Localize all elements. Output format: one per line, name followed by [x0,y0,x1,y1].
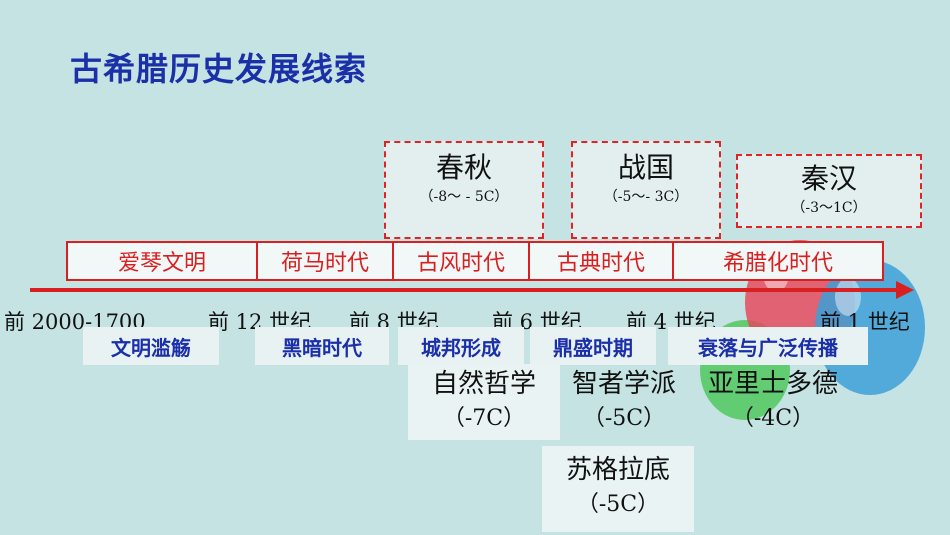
chip-origin: 文明滥觞 [83,327,219,365]
era-archaic: 古风时代 [394,243,530,279]
philosophy-sophists: 智者学派 （-5C） [556,364,692,440]
chip-dark-age: 黑暗时代 [255,327,389,365]
era-aegean: 爱琴文明 [68,243,258,279]
philosophy-name: 自然哲学 [431,369,536,399]
era-homeric: 荷马时代 [258,243,394,279]
chip-decline: 衰落与广泛传播 [668,327,868,365]
arrow-right-icon [896,281,914,299]
dynasty-box-chunqiu: 春秋 （-8～ - 5C） [384,141,544,239]
dynasty-name: 战国 [617,151,674,184]
philosophy-name: 苏格拉底 [565,455,670,485]
timeline-axis [30,288,900,292]
era-bar: 爱琴文明 荷马时代 古风时代 古典时代 希腊化时代 [66,241,884,281]
philosophy-socrates: 苏格拉底 （-5C） [542,446,694,532]
era-classical: 古典时代 [530,243,674,279]
chip-peak: 鼎盛时期 [530,327,656,365]
dynasty-period: （-3～1C） [791,200,867,216]
philosophy-aristotle: 亚里士多德 （-4C） [694,364,852,440]
philosophy-year: （-4C） [731,406,815,431]
dynasty-box-zhanguo: 战国 （-5～- 3C） [571,141,721,239]
dynasty-period: （-5～- 3C） [603,189,689,205]
philosophy-year: （-5C） [576,492,660,517]
dynasty-name: 秦汉 [800,162,857,195]
philosophy-year: （-5C） [582,406,666,431]
dynasty-box-qinhan: 秦汉 （-3～1C） [736,154,922,228]
chip-polis: 城邦形成 [398,327,524,365]
philosophy-year: （-7C） [442,406,526,431]
page-title: 古希腊历史发展线索 [70,50,368,88]
philosophy-name: 亚里士多德 [707,369,838,399]
dynasty-name: 春秋 [435,151,492,184]
philosophy-natural: 自然哲学 （-7C） [408,364,560,440]
era-hellenistic: 希腊化时代 [722,251,833,276]
philosophy-name: 智者学派 [571,369,676,399]
dynasty-period: （-8～ - 5C） [419,189,509,205]
